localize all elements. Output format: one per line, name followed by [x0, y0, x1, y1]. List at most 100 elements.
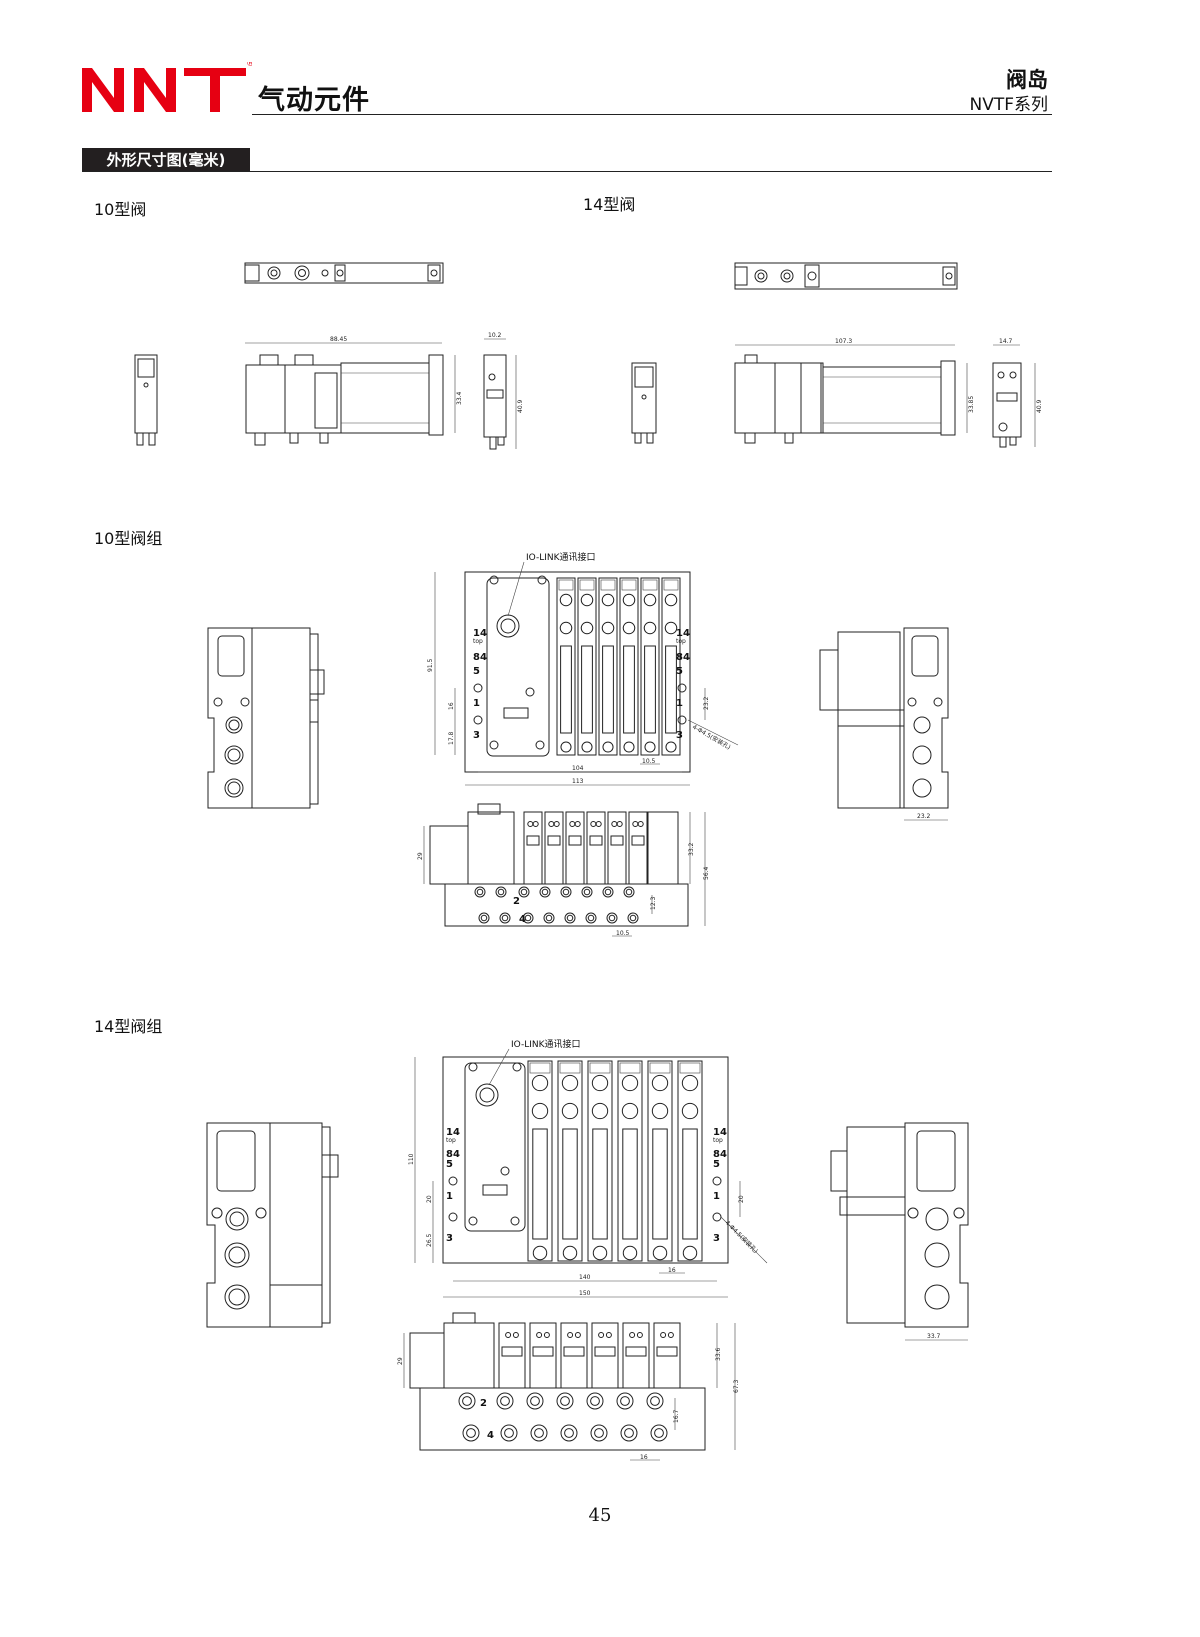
- group14-iolink-label: IO-LINK通讯接口: [511, 1038, 581, 1050]
- group14-port-left-84: 84: [446, 1149, 460, 1160]
- dim-16-7: 16.7: [673, 1409, 680, 1423]
- dim-29: 29: [417, 852, 424, 860]
- section-rule: [82, 171, 1052, 172]
- dim-40-9: 40.9: [517, 399, 524, 413]
- valve-station: [617, 1060, 643, 1262]
- valve-front: [653, 1322, 681, 1389]
- header-title: 阀岛: [1006, 68, 1048, 92]
- valve14-side-view: 107.3 33.85: [734, 338, 975, 444]
- group10-port-left-5: 5: [473, 666, 480, 677]
- group14-valve-stack: [527, 1060, 703, 1262]
- group14-port-right-84: 84: [713, 1149, 727, 1160]
- valve-station: [598, 577, 618, 756]
- group14-port-left-1: 1: [446, 1191, 453, 1202]
- valve-station: [661, 577, 681, 756]
- valve-front: [529, 1322, 557, 1389]
- valve-station: [556, 577, 576, 756]
- label-valve10: 10型阀: [94, 200, 147, 219]
- group14-front-port-4: 4: [487, 1430, 494, 1441]
- group14-port-left-14: 14: [446, 1127, 460, 1138]
- group14-port-right-1: 1: [713, 1191, 720, 1202]
- valve-station: [527, 1060, 553, 1262]
- group10-drawing: 91.5 IO-LINK通讯接口 14 top 84 5 1 3 14 top …: [207, 551, 949, 937]
- valve-front: [591, 1322, 619, 1389]
- group14-top-view: 110 IO-LINK通讯接口 14 top 84 5 1 3 14 top 8…: [408, 1038, 768, 1298]
- group14-drawing: 110 IO-LINK通讯接口 14 top 84 5 1 3 14 top 8…: [206, 1038, 969, 1461]
- valve-station: [619, 577, 639, 756]
- dim-20b: 20: [738, 1195, 745, 1203]
- dim-16a: 16: [448, 702, 455, 710]
- valve14-right-view: 14.7 40.9: [992, 338, 1043, 448]
- dim-110: 110: [408, 1153, 415, 1165]
- group14-right-view: 33.7: [830, 1122, 969, 1341]
- dim-10-2: 10.2: [488, 332, 502, 339]
- valve-station: [640, 577, 660, 756]
- label-valve14: 14型阀: [583, 195, 636, 214]
- group14-port-right-14: 14: [713, 1127, 727, 1138]
- dim-17-8: 17.8: [448, 731, 455, 745]
- valve-front: [560, 1322, 588, 1389]
- valve-front: [628, 811, 648, 885]
- registered-mark: ®: [246, 62, 252, 69]
- dim-67-3: 67.3: [733, 1379, 740, 1393]
- valve14-end-view: [631, 362, 657, 444]
- group14-front-port-2: 2: [480, 1398, 487, 1409]
- valve-front: [544, 811, 564, 885]
- valve-station: [647, 1060, 673, 1262]
- group14-hole-note: 4-Φ4.5(安装孔): [724, 1219, 760, 1255]
- group14-left-view: [206, 1122, 339, 1328]
- nnt-logo: ®: [82, 62, 252, 112]
- valve-station: [557, 1060, 583, 1262]
- group14-port-right-5: 5: [713, 1159, 720, 1170]
- label-group14: 14型阀组: [94, 1017, 163, 1036]
- valve14-drawing: 107.3 33.85 14.7 40.9: [631, 262, 1043, 448]
- dim-33-7: 33.7: [927, 1333, 941, 1340]
- dim-33-6: 33.6: [715, 1347, 722, 1361]
- group10-top-view: 91.5 IO-LINK通讯接口 14 top 84 5 1 3 14 top …: [427, 551, 739, 786]
- section-title: 外形尺寸图(毫米): [82, 148, 250, 172]
- group10-left-view: [207, 627, 325, 809]
- valve-front: [586, 811, 606, 885]
- valve10-drawing: 88.45 33.4 10.2 40.9: [134, 262, 524, 450]
- dim-40-9b: 40.9: [1036, 399, 1043, 413]
- valve-front: [622, 1322, 650, 1389]
- dim-10-5b: 10.5: [616, 930, 630, 937]
- group10-port-left-3: 3: [473, 730, 480, 741]
- group14-port-right-3: 3: [713, 1233, 720, 1244]
- dim-16a: 16: [668, 1267, 676, 1274]
- dim-14-7: 14.7: [999, 338, 1013, 345]
- group14-port-left-3: 3: [446, 1233, 453, 1244]
- dim-33-2: 33.2: [688, 842, 695, 856]
- valve10-end-view: [134, 354, 158, 446]
- group14-front-stack: [458, 1322, 681, 1442]
- group10-hole-note: 4-Φ4.5(安装孔): [691, 723, 732, 751]
- dim-88-45: 88.45: [330, 336, 347, 343]
- group10-top-left: top: [473, 638, 483, 645]
- dim-26-5: 26.5: [426, 1233, 433, 1247]
- valve10-right-view: 10.2 40.9: [483, 332, 524, 450]
- group14-top-left: top: [446, 1137, 456, 1144]
- dim-33-85: 33.85: [968, 396, 975, 413]
- group10-port-left-84: 84: [473, 652, 487, 663]
- dim-16b: 23.2: [703, 696, 710, 710]
- dim-12-3: 12.3: [650, 896, 657, 910]
- dim-20a: 20: [426, 1195, 433, 1203]
- group10-port-right-5: 5: [676, 666, 683, 677]
- dim-29b: 29: [397, 1357, 404, 1365]
- group10-port-right-14: 14: [676, 628, 690, 639]
- group10-right-view: 23.2: [819, 627, 949, 821]
- valve10-side-view: 88.45 33.4: [245, 336, 463, 446]
- valve-front: [607, 811, 627, 885]
- dim-56-4: 56.4: [703, 866, 710, 880]
- valve10-top-view: [244, 262, 444, 284]
- group10-port-right-84: 84: [676, 652, 690, 663]
- group10-top-right: top: [676, 638, 686, 645]
- dim-107-3: 107.3: [835, 338, 852, 345]
- dim-10-5a: 10.5: [642, 758, 656, 765]
- valve-front: [565, 811, 585, 885]
- dim-23-2: 23.2: [917, 813, 931, 820]
- dim-104: 104: [572, 765, 584, 772]
- group10-front-stack: [474, 811, 648, 924]
- header-series: NVTF系列: [969, 95, 1048, 115]
- group10-port-right-1: 1: [676, 698, 683, 709]
